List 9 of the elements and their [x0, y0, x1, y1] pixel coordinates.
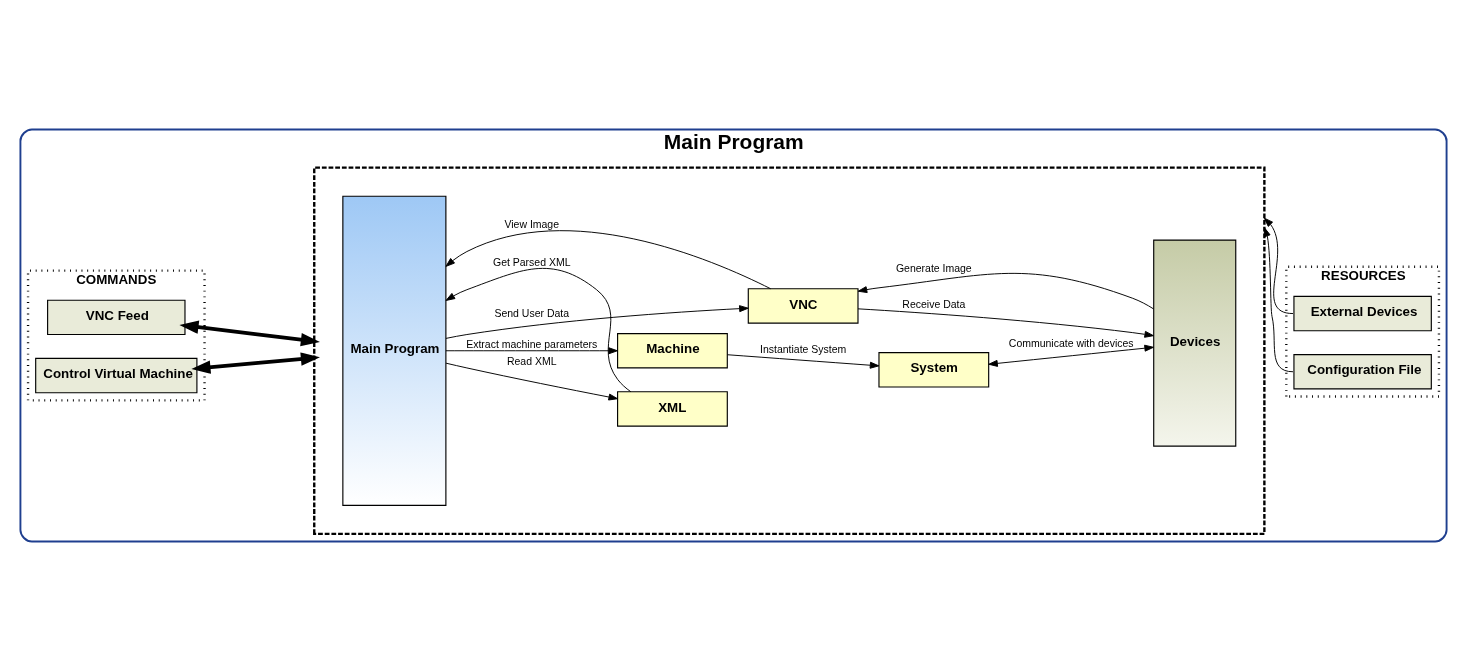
edge-label: Read XML [506, 355, 557, 367]
edge-label: Communicate with devices [1008, 337, 1134, 349]
edge-label: Generate Image [895, 262, 972, 274]
edge-label: View Image [504, 218, 560, 230]
edge-label: Receive Data [902, 298, 966, 310]
edge-label: Instantiate System [760, 343, 847, 355]
edge-label: Extract machine parameters [466, 338, 598, 350]
edge-label: Send User Data [494, 307, 570, 319]
edge-label: Get Parsed XML [492, 256, 571, 268]
